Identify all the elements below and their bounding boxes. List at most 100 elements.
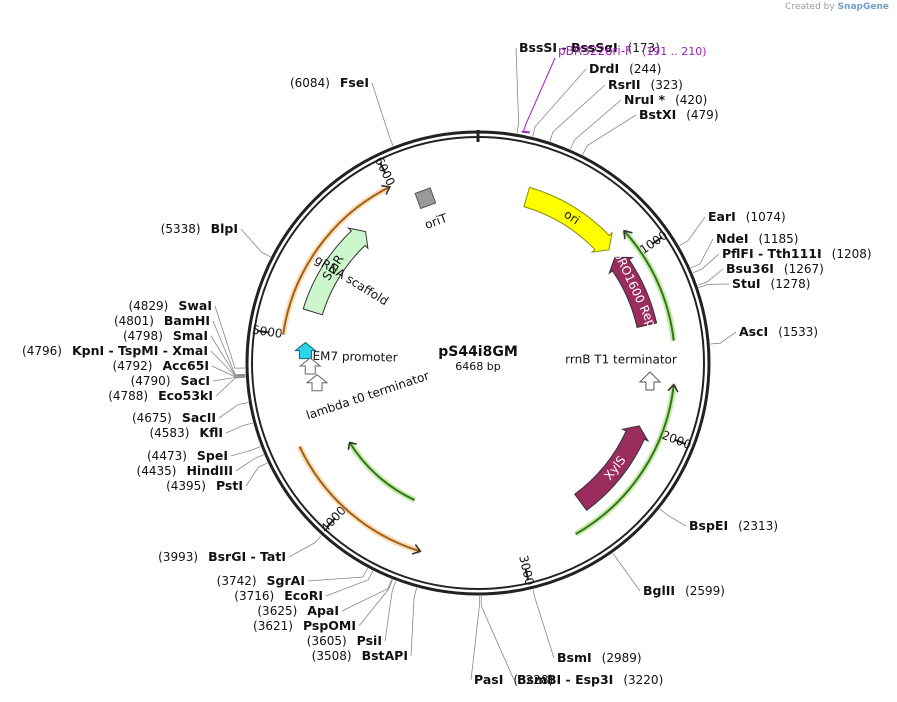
primer-name: pBR322ori-F bbox=[558, 44, 632, 58]
site-name: BspEI bbox=[689, 518, 728, 533]
restriction-site-label[interactable]: BspEI (2313) bbox=[689, 518, 778, 533]
site-name: BsmI bbox=[557, 650, 592, 665]
site-position: (1185) bbox=[759, 232, 799, 246]
site-position: (173) bbox=[628, 41, 660, 55]
restriction-site-label[interactable]: AscI(1533) bbox=[739, 324, 818, 339]
restriction-site-label[interactable]: BglII(2599) bbox=[643, 583, 725, 598]
restriction-site-label[interactable]: PflFI - Tth111I(1208) bbox=[722, 246, 872, 261]
site-position: (5338) bbox=[161, 222, 201, 236]
restriction-site-label[interactable]: (5338)BlpI bbox=[161, 221, 238, 236]
restriction-site-label[interactable]: DrdI(244) bbox=[589, 61, 661, 76]
site-position: (4790) bbox=[131, 374, 171, 388]
restriction-site-label[interactable]: (4798)SmaI bbox=[123, 328, 208, 343]
plasmid-name: pS44i8GM bbox=[438, 344, 518, 360]
feature-lambda-t0-terminator bbox=[305, 374, 329, 392]
annotation-arc-arrowhead bbox=[411, 544, 422, 555]
restriction-site-label[interactable]: (4473)SpeI bbox=[147, 448, 228, 463]
site-leader-line bbox=[358, 579, 393, 627]
site-name: SpeI bbox=[197, 448, 228, 463]
site-name: PsiI bbox=[357, 633, 382, 648]
restriction-site-label[interactable]: PasI(3228) bbox=[474, 672, 553, 687]
site-name: SacII bbox=[182, 410, 216, 425]
restriction-site-label[interactable]: BstXI (479) bbox=[639, 107, 719, 122]
restriction-site-label[interactable]: (3625)ApaI bbox=[257, 603, 339, 618]
restriction-site-label[interactable]: (3716)EcoRI bbox=[234, 588, 323, 603]
restriction-sites: BssSI - BssSαI(173) DrdI(244)RsrII(323)Nr… bbox=[22, 40, 872, 687]
primer-layer: pBR322ori-F (191 .. 210) bbox=[521, 44, 707, 134]
site-leader-line bbox=[410, 587, 418, 657]
primer-range: (191 .. 210) bbox=[642, 45, 707, 58]
snapgene-credit: Created by SnapGene bbox=[785, 2, 889, 12]
site-position: (1278) bbox=[771, 277, 811, 291]
site-position: (4829) bbox=[128, 299, 168, 313]
site-leader-line bbox=[612, 552, 641, 592]
site-name: BamHI bbox=[164, 313, 210, 328]
site-position: (4395) bbox=[166, 479, 206, 493]
site-position: (4675) bbox=[132, 411, 172, 425]
site-name: KpnI - TspMI - XmaI bbox=[72, 343, 208, 358]
feature-label: lambda t0 terminator bbox=[304, 369, 431, 423]
restriction-site-label[interactable]: (3621)PspOMI bbox=[253, 618, 356, 633]
restriction-site-label[interactable]: (4796)KpnI - TspMI - XmaI bbox=[22, 343, 208, 358]
site-leader-line bbox=[371, 82, 394, 147]
site-leader-line bbox=[532, 589, 555, 659]
site-leader-line bbox=[245, 462, 268, 487]
ruler-tick bbox=[326, 517, 336, 528]
primer-mark bbox=[521, 130, 530, 134]
site-leader-line bbox=[570, 99, 622, 150]
restriction-site-label[interactable]: BsmI(2989) bbox=[557, 650, 642, 665]
restriction-site-label[interactable]: (4395)PstI bbox=[166, 478, 243, 493]
restriction-site-label[interactable]: (4829)SwaI bbox=[128, 298, 212, 313]
site-leader-line bbox=[225, 422, 253, 434]
restriction-site-label[interactable]: (3605)PsiI bbox=[307, 633, 382, 648]
restriction-site-label[interactable]: NruI *(420) bbox=[624, 92, 707, 107]
restriction-site-label[interactable]: StuI(1278) bbox=[732, 276, 810, 291]
restriction-site-label[interactable]: (4801)BamHI bbox=[114, 313, 210, 328]
site-name: PasI bbox=[474, 672, 503, 687]
site-position: (3716) bbox=[234, 589, 274, 603]
primer-leader-line bbox=[523, 57, 556, 131]
site-leader-line bbox=[532, 68, 587, 137]
restriction-site-label[interactable]: (3993)BsrGI - TatI bbox=[158, 549, 286, 564]
site-leader-line bbox=[659, 508, 687, 527]
restriction-site-label[interactable]: RsrII(323) bbox=[608, 77, 683, 92]
restriction-site-label[interactable]: BssSI - BssSαI(173) bbox=[519, 40, 660, 55]
site-name: SmaI bbox=[173, 328, 208, 343]
restriction-site-label[interactable]: (3742)SgrAI bbox=[217, 573, 305, 588]
restriction-site-label[interactable]: (6084)FseI bbox=[290, 75, 369, 90]
feature-grna-scaffold bbox=[298, 357, 322, 375]
site-name: HindIII bbox=[186, 463, 233, 478]
restriction-site-label[interactable]: Bsu36I(1267) bbox=[726, 261, 824, 276]
credit-prefix: Created by bbox=[785, 2, 835, 12]
restriction-site-label[interactable]: BsmBI - Esp3I(3220) bbox=[517, 672, 663, 687]
restriction-site-label[interactable]: EarI(1074) bbox=[708, 209, 786, 224]
site-name: BstXI bbox=[639, 107, 676, 122]
site-leader-line bbox=[582, 114, 637, 155]
restriction-site-label[interactable]: (4792)Acc65I bbox=[113, 358, 209, 373]
restriction-site-label[interactable]: (4788)Eco53kI bbox=[108, 388, 213, 403]
feature-label: oriT bbox=[423, 211, 450, 232]
site-leader-line bbox=[212, 376, 246, 382]
site-leader-line bbox=[697, 268, 724, 286]
site-position: (2313) bbox=[738, 519, 778, 533]
site-leader-line bbox=[480, 595, 515, 681]
site-name: PspOMI bbox=[303, 618, 356, 633]
feature-orit bbox=[414, 187, 437, 210]
site-position: (3508) bbox=[312, 649, 352, 663]
restriction-site-label[interactable]: (4435)HindIII bbox=[137, 463, 233, 478]
site-position: (479) bbox=[686, 108, 718, 122]
restriction-site-label[interactable]: NdeI(1185) bbox=[716, 231, 798, 246]
restriction-site-label[interactable]: (4583)KflI bbox=[149, 425, 223, 440]
feature-label: EM7 promoter bbox=[312, 349, 397, 365]
restriction-site-label[interactable]: (4790)SacI bbox=[131, 373, 210, 388]
site-position: (1267) bbox=[784, 262, 824, 276]
site-leader-line bbox=[325, 570, 374, 597]
restriction-site-label[interactable]: (3508)BstAPI bbox=[312, 648, 408, 663]
restriction-site-label[interactable]: (4675) SacII bbox=[132, 410, 216, 425]
primer-label[interactable]: pBR322ori-F (191 .. 210) bbox=[558, 44, 707, 58]
site-name: Acc65I bbox=[162, 358, 209, 373]
annotation-arc bbox=[282, 185, 391, 335]
site-leader-line bbox=[698, 283, 730, 289]
site-name: BglII bbox=[643, 583, 675, 598]
